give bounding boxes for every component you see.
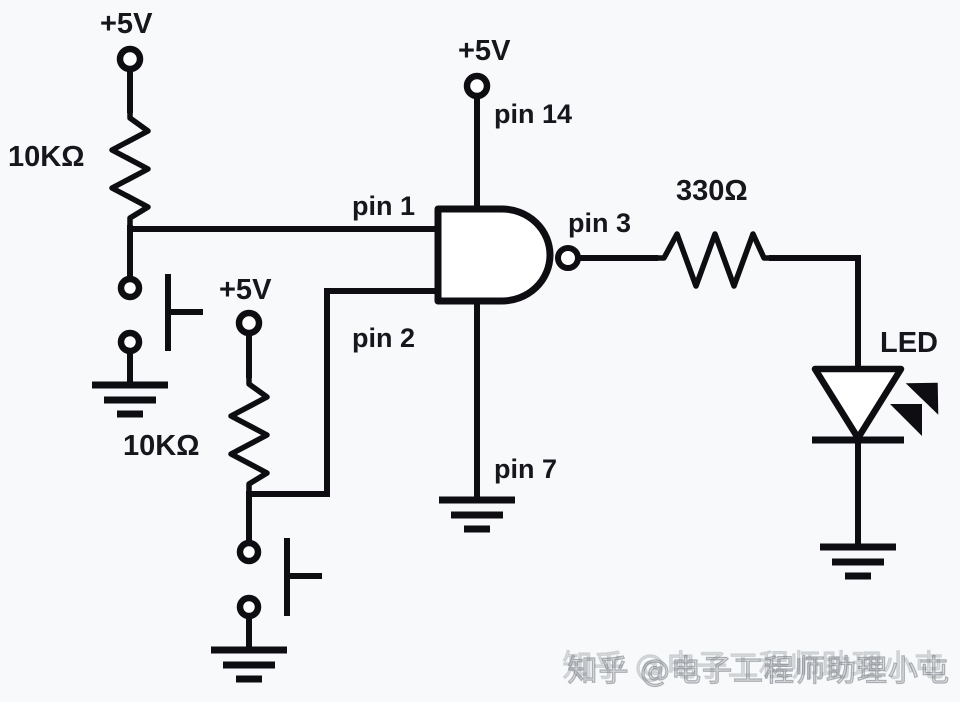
resistor-led-label: 330Ω	[676, 175, 748, 207]
pin-14-label: pin 14	[494, 99, 572, 129]
led-ground	[820, 543, 896, 580]
pin-2-label: pin 2	[352, 323, 415, 353]
wire-resistor-to-led	[769, 255, 861, 369]
wire-pin2-input	[246, 288, 441, 497]
switch-1-ground	[92, 381, 168, 418]
pushbutton-2-terminal-top[interactable]	[236, 539, 262, 565]
led-series-resistor	[652, 231, 775, 289]
switch-2-ground	[211, 646, 287, 683]
supply-label-top-left: +5V	[100, 8, 153, 40]
resistor-2-label: 10KΩ	[123, 430, 199, 462]
led-emission-arrow-2	[890, 404, 922, 436]
pullup-resistor-2	[228, 372, 270, 497]
pullup-branch-1: 10KΩ +5V	[8, 8, 441, 418]
led-output-branch: 330Ω LED	[652, 175, 939, 580]
pullup-branch-2: 10KΩ +5V	[123, 274, 441, 683]
pin-3-label: pin 3	[568, 208, 631, 238]
led-triangle	[811, 365, 905, 442]
pushbutton-1-terminal-top[interactable]	[117, 275, 143, 301]
nand-gate[interactable]: pin 1 pin 2 pin 3 pin 14 pin 7 +5V	[352, 35, 658, 533]
led-label: LED	[880, 327, 938, 359]
nand-gate-body[interactable]	[434, 205, 554, 305]
led-emission-arrows	[890, 382, 939, 436]
gate-pin7-ground	[439, 496, 515, 533]
pin-1-label: pin 1	[352, 191, 415, 221]
supply-label-lower-left: +5V	[219, 274, 272, 306]
led-emission-arrow-1	[905, 382, 939, 415]
pullup-resistor-1	[109, 107, 151, 231]
pin-7-label: pin 7	[494, 454, 557, 484]
resistor-1-label: 10KΩ	[8, 141, 84, 173]
supply-label-gate: +5V	[458, 35, 511, 67]
